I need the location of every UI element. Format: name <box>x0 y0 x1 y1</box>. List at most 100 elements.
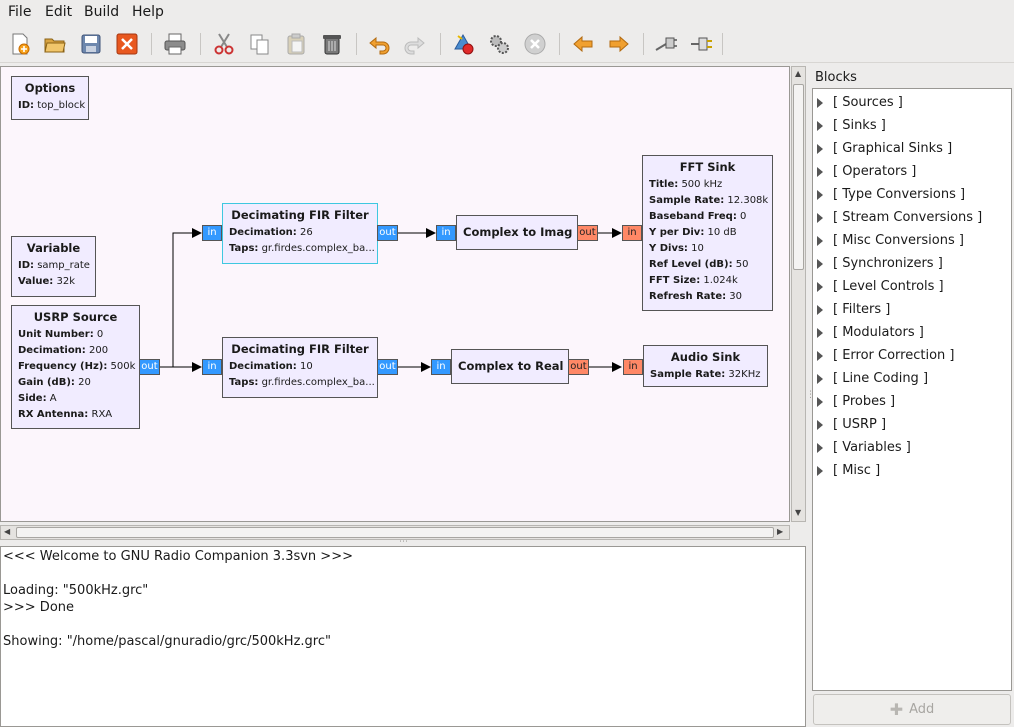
delete-icon[interactable] <box>317 29 347 59</box>
scroll-down-icon[interactable]: ▼ <box>795 508 802 517</box>
close-icon[interactable] <box>112 29 142 59</box>
usrp-source-block[interactable]: USRP Source Unit Number: 0 Decimation: 2… <box>11 305 140 429</box>
console-output[interactable]: <<< Welcome to GNU Radio Companion 3.3sv… <box>0 546 806 727</box>
scroll-up-icon[interactable]: ▲ <box>795 69 802 78</box>
c2imag-in-port[interactable]: in <box>436 225 456 241</box>
generate-icon[interactable] <box>448 29 478 59</box>
copy-icon[interactable] <box>245 29 275 59</box>
open-icon[interactable] <box>40 29 70 59</box>
fir1-in-port[interactable]: in <box>202 225 222 241</box>
blocks-panel-title: Blocks <box>815 70 857 85</box>
category-line-coding[interactable]: [ Line Coding ] <box>817 369 928 389</box>
execute-icon[interactable] <box>484 29 514 59</box>
fft-in-port[interactable]: in <box>622 225 642 241</box>
toolbar-separator <box>356 33 357 55</box>
fir2-out-port[interactable]: out <box>377 359 398 375</box>
toolbar-separator <box>722 33 723 55</box>
expander-icon[interactable] <box>817 350 823 361</box>
c2real-out-port[interactable]: out <box>568 359 589 375</box>
category-sinks[interactable]: [ Sinks ] <box>817 116 886 136</box>
scroll-left-icon[interactable]: ◀ <box>4 527 11 536</box>
variable-block[interactable]: Variable ID: samp_rate Value: 32k <box>11 236 96 297</box>
category-operators[interactable]: [ Operators ] <box>817 162 916 182</box>
category-filters[interactable]: [ Filters ] <box>817 300 890 320</box>
category-graphical-sinks[interactable]: [ Graphical Sinks ] <box>817 139 952 159</box>
kill-icon[interactable] <box>520 29 550 59</box>
enable-icon[interactable] <box>687 29 717 59</box>
expander-icon[interactable] <box>817 281 823 292</box>
category-modulators[interactable]: [ Modulators ] <box>817 323 924 343</box>
canvas-vertical-scrollbar[interactable]: ▲ ▼ <box>791 66 806 522</box>
menu-build[interactable]: Build <box>84 4 120 20</box>
expander-icon[interactable] <box>817 235 823 246</box>
toolbar-separator <box>151 33 152 55</box>
expander-icon[interactable] <box>817 373 823 384</box>
scroll-right-icon[interactable]: ▶ <box>777 527 784 536</box>
category-misc[interactable]: [ Misc ] <box>817 461 880 481</box>
category-error-correction[interactable]: [ Error Correction ] <box>817 346 954 366</box>
audio-sink-block[interactable]: Audio Sink Sample Rate: 32KHz <box>643 345 768 387</box>
expander-icon[interactable] <box>817 97 823 108</box>
expander-icon[interactable] <box>817 442 823 453</box>
redo-icon[interactable] <box>400 29 430 59</box>
fir2-in-port[interactable]: in <box>202 359 222 375</box>
paste-icon[interactable] <box>281 29 311 59</box>
audio-in-port[interactable]: in <box>623 359 643 375</box>
menu-file[interactable]: File <box>8 4 32 20</box>
new-icon[interactable] <box>5 29 35 59</box>
flowgraph-canvas[interactable]: Options ID: top_block Variable ID: samp_… <box>0 66 790 522</box>
print-icon[interactable] <box>160 29 190 59</box>
menu-edit[interactable]: Edit <box>45 4 73 20</box>
expander-icon[interactable] <box>817 396 823 407</box>
expander-icon[interactable] <box>817 143 823 154</box>
fir1-out-port[interactable]: out <box>377 225 398 241</box>
expander-icon[interactable] <box>817 166 823 177</box>
cut-icon[interactable] <box>209 29 239 59</box>
block-param: Taps: gr.firdes.complex_ba... <box>229 377 375 388</box>
complex-to-imag-block[interactable]: Complex to Imag <box>456 215 578 250</box>
c2imag-out-port[interactable]: out <box>577 225 598 241</box>
expander-icon[interactable] <box>817 465 823 476</box>
expander-icon[interactable] <box>817 258 823 269</box>
add-block-button[interactable]: ✚ Add <box>813 694 1011 725</box>
usrp-out-port[interactable]: out <box>139 359 160 375</box>
toolbar-separator <box>559 33 560 55</box>
category-sources[interactable]: [ Sources ] <box>817 93 903 113</box>
block-title: Decimating FIR Filter <box>231 342 369 356</box>
category-probes[interactable]: [ Probes ] <box>817 392 895 412</box>
options-block[interactable]: Options ID: top_block <box>11 76 89 120</box>
category-usrp[interactable]: [ USRP ] <box>817 415 886 435</box>
expander-icon[interactable] <box>817 120 823 131</box>
fft-sink-block[interactable]: FFT Sink Title: 500 kHz Sample Rate: 12.… <box>642 155 773 311</box>
category-type-conversions[interactable]: [ Type Conversions ] <box>817 185 965 205</box>
decimating-fir-filter-2[interactable]: Decimating FIR Filter Decimation: 10 Tap… <box>222 337 378 398</box>
block-title: Audio Sink <box>670 350 741 364</box>
blocks-tree[interactable]: [ Sources ] [ Sinks ] [ Graphical Sinks … <box>812 88 1012 691</box>
undo-icon[interactable] <box>364 29 394 59</box>
rotate-left-icon[interactable] <box>568 29 598 59</box>
canvas-horizontal-scrollbar[interactable]: ◀ ▶ <box>0 525 790 540</box>
scrollbar-thumb[interactable] <box>16 527 774 538</box>
expander-icon[interactable] <box>817 419 823 430</box>
pane-resize-grip[interactable]: ⋮ <box>806 390 815 400</box>
category-synchronizers[interactable]: [ Synchronizers ] <box>817 254 943 274</box>
pane-resize-grip[interactable]: ⋯ <box>399 537 408 547</box>
category-misc-conversions[interactable]: [ Misc Conversions ] <box>817 231 964 251</box>
decimating-fir-filter-1[interactable]: Decimating FIR Filter Decimation: 26 Tap… <box>222 203 378 264</box>
category-variables[interactable]: [ Variables ] <box>817 438 911 458</box>
complex-to-real-block[interactable]: Complex to Real <box>451 349 569 384</box>
scrollbar-thumb[interactable] <box>793 84 804 270</box>
add-icon: ✚ <box>889 700 904 719</box>
expander-icon[interactable] <box>817 304 823 315</box>
category-level-controls[interactable]: [ Level Controls ] <box>817 277 944 297</box>
category-stream-conversions[interactable]: [ Stream Conversions ] <box>817 208 982 228</box>
save-icon[interactable] <box>76 29 106 59</box>
expander-icon[interactable] <box>817 189 823 200</box>
c2real-in-port[interactable]: in <box>431 359 451 375</box>
disable-icon[interactable] <box>651 29 681 59</box>
rotate-right-icon[interactable] <box>604 29 634 59</box>
expander-icon[interactable] <box>817 212 823 223</box>
block-title: FFT Sink <box>679 160 736 174</box>
expander-icon[interactable] <box>817 327 823 338</box>
menu-help[interactable]: Help <box>132 4 164 20</box>
